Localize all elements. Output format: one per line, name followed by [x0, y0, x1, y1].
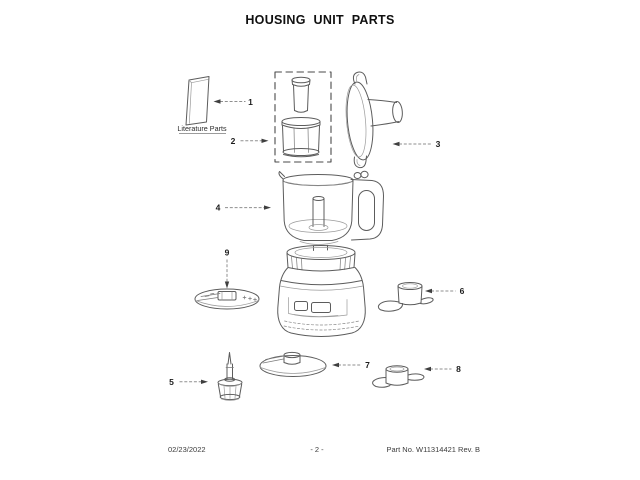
- callout-6: 6: [425, 286, 465, 296]
- work-bowl-graphic: [278, 170, 384, 245]
- callout-2: 2: [231, 136, 269, 146]
- callout-9-number: 9: [225, 248, 230, 258]
- callout-9: 9: [225, 248, 230, 289]
- callout-4-number: 4: [216, 203, 221, 213]
- literature-booklet-graphic: [185, 76, 210, 126]
- literature-parts-label: Literature Parts: [177, 124, 227, 133]
- callout-1-number: 1: [248, 97, 253, 107]
- multipurpose-blade-graphic: [377, 282, 434, 312]
- footer-part-number: Part No. W11314421 Rev. B: [386, 445, 480, 454]
- dough-blade-graphic: [372, 365, 425, 388]
- callout-8-number: 8: [456, 364, 461, 374]
- callout-2-number: 2: [231, 136, 236, 146]
- pusher-assembly-graphic: [274, 71, 332, 163]
- callout-7-number: 7: [365, 360, 370, 370]
- slicing-disc-graphic: [194, 288, 260, 310]
- callout-1: 1: [213, 97, 253, 107]
- callout-3-number: 3: [436, 139, 441, 149]
- work-bowl-lid-graphic: [345, 71, 403, 169]
- callout-6-number: 6: [460, 286, 465, 296]
- callout-8: 8: [424, 364, 461, 374]
- shredding-disc-graphic: [259, 351, 327, 377]
- page-title: HOUSING UNIT PARTS: [245, 13, 395, 27]
- adapter-drive-shaft-graphic: [217, 352, 243, 401]
- callout-5: 5: [169, 377, 208, 387]
- callout-7: 7: [332, 360, 370, 370]
- callout-5-number: 5: [169, 377, 174, 387]
- footer-date: 02/23/2022: [168, 445, 206, 454]
- callout-3: 3: [392, 139, 441, 149]
- callout-4: 4: [216, 203, 271, 213]
- footer-page-number: - 2 -: [310, 445, 324, 454]
- housing-base-graphic: [277, 244, 366, 337]
